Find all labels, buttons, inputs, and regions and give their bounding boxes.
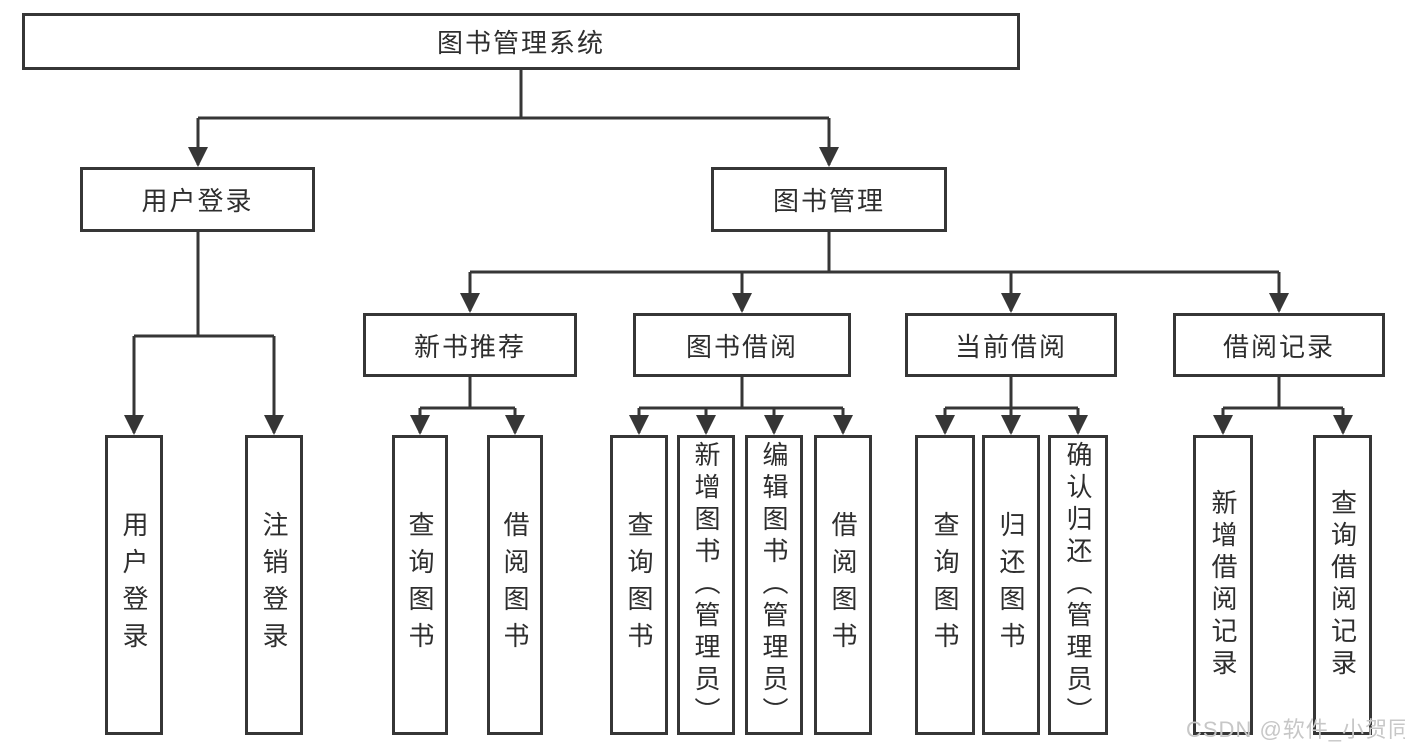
node-book-management: 图书管理 [711,167,947,232]
node-current-borrow-label: 当前借阅 [954,331,1067,362]
arrowhead-add-book-admin [696,415,716,435]
arrowhead-query-borrow-record [1333,415,1353,435]
node-new-book-recommend-label: 新书推荐 [413,331,526,362]
connector-new-book-recommend-to-leaves [410,377,525,435]
node-user-login: 用户登录 [80,167,315,232]
leaf-query-books-current-label: 查询图书 [930,511,960,659]
node-borrow-record: 借阅记录 [1173,313,1385,377]
arrowhead-query-books-borrow [629,415,649,435]
leaf-add-borrow-record-label: 新增借阅记录 [1208,489,1238,681]
arrowhead-confirm-return-admin [1068,415,1088,435]
leaf-edit-book-admin-label: 编辑图书（管理员） [759,441,789,729]
connector-book-management-to-level3 [460,232,1289,313]
leaf-return-book: 归还图书 [982,435,1040,735]
leaf-borrow-books-recommend-label: 借阅图书 [500,511,530,659]
leaf-return-book-label: 归还图书 [996,511,1026,659]
leaf-confirm-return-admin-label: 确认归还（管理员） [1063,441,1093,729]
arrowhead-query-books-recommend [410,415,430,435]
leaf-query-books-current: 查询图书 [915,435,975,735]
leaf-logout-label: 注销登录 [259,511,289,659]
arrowhead-query-books-current [935,415,955,435]
arrowhead-borrow-books-recommend [505,415,525,435]
leaf-borrow-books-borrow: 借阅图书 [814,435,872,735]
arrowhead-user-login [188,147,208,167]
leaf-query-books-recommend-label: 查询图书 [405,511,435,659]
leaf-query-books-borrow: 查询图书 [610,435,668,735]
node-book-borrow-label: 图书借阅 [685,331,798,362]
arrowhead-current-borrow [1001,293,1021,313]
arrowhead-logout-leaf [264,415,284,435]
node-new-book-recommend: 新书推荐 [363,313,577,377]
leaf-add-book-admin: 新增图书（管理员） [677,435,735,735]
arrowhead-user-login-leaf [124,415,144,435]
leaf-query-borrow-record-label: 查询借阅记录 [1327,489,1358,681]
connector-borrow-record-to-leaves [1213,377,1353,435]
node-borrow-record-label: 借阅记录 [1222,331,1335,362]
arrowhead-borrow-books-borrow [833,415,853,435]
node-root: 图书管理系统 [22,13,1020,70]
node-root-label: 图书管理系统 [436,28,605,58]
arrowhead-book-borrow [732,293,752,313]
node-user-login-label: 用户登录 [141,186,254,216]
arrowhead-book-management [819,147,839,167]
arrowhead-edit-book-admin [764,415,784,435]
connector-user-login-to-leaves [124,232,284,435]
connector-current-borrow-to-leaves [935,377,1088,435]
leaf-add-borrow-record: 新增借阅记录 [1193,435,1253,735]
connector-book-borrow-to-leaves [629,377,853,435]
node-book-borrow: 图书借阅 [633,313,851,377]
leaf-query-books-recommend: 查询图书 [392,435,448,735]
leaf-add-book-admin-label: 新增图书（管理员） [691,441,721,729]
leaf-confirm-return-admin: 确认归还（管理员） [1048,435,1108,735]
arrowhead-new-book-recommend [460,293,480,313]
leaf-query-borrow-record: 查询借阅记录 [1313,435,1372,735]
csdn-watermark: CSDN @软件_小贺同学 [1186,717,1405,742]
arrowhead-add-borrow-record [1213,415,1233,435]
node-current-borrow: 当前借阅 [905,313,1117,377]
leaf-borrow-books-recommend: 借阅图书 [487,435,543,735]
connector-root-to-level2 [188,70,839,167]
leaf-query-books-borrow-label: 查询图书 [624,511,654,659]
leaf-edit-book-admin: 编辑图书（管理员） [745,435,803,735]
leaf-user-login-label: 用户登录 [119,511,149,659]
leaf-user-login: 用户登录 [105,435,163,735]
node-book-management-label: 图书管理 [772,186,885,216]
arrowhead-borrow-record [1269,293,1289,313]
leaf-logout: 注销登录 [245,435,303,735]
arrowhead-return-book [1001,415,1021,435]
leaf-borrow-books-borrow-label: 借阅图书 [828,511,858,659]
